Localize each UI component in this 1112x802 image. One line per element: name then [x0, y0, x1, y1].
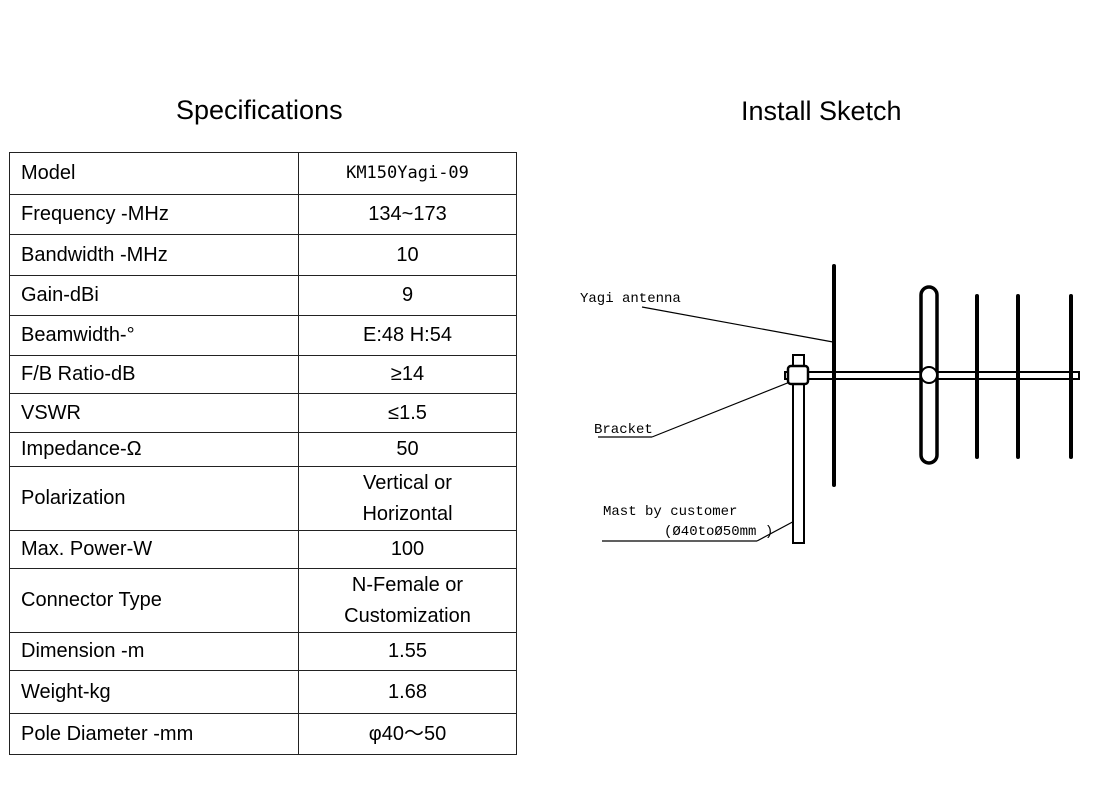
- install-sketch: Yagi antenna Bracket Mast by customer (Ø…: [580, 264, 1080, 544]
- spec-value-line: KM150Yagi-09: [346, 163, 469, 183]
- spec-value-line: 1.55: [388, 640, 427, 662]
- spec-parameter: Bandwidth -MHz: [9, 234, 299, 276]
- spec-value: E:48 H:54: [298, 315, 517, 356]
- spec-parameter: Model: [9, 152, 299, 195]
- spec-row: Polarization Vertical or Horizontal: [9, 466, 517, 531]
- spec-parameter: Connector Type: [9, 568, 299, 633]
- spec-value: 50: [298, 432, 517, 467]
- spec-parameter: Polarization: [9, 466, 299, 531]
- spec-row: Bandwidth -MHz 10: [9, 234, 517, 276]
- spec-value: 100: [298, 530, 517, 569]
- spec-parameter: Dimension -m: [9, 632, 299, 671]
- spec-row: Dimension -m 1.55: [9, 632, 517, 671]
- spec-row: F/B Ratio-dB ≥14: [9, 355, 517, 394]
- spec-value-line: N-Female or: [351, 573, 464, 596]
- spec-value-line: Customization: [344, 604, 471, 627]
- spec-value: 1.55: [298, 632, 517, 671]
- label-bracket: Bracket: [594, 422, 653, 438]
- spec-value-line: 1.68: [388, 680, 427, 703]
- spec-value-line: 9: [401, 284, 414, 306]
- spec-row: Pole Diameter -mm φ40～50: [9, 713, 517, 755]
- spec-parameter: Weight-kg: [9, 670, 299, 714]
- spec-value-line: φ40～50: [368, 722, 447, 745]
- label-mast-size: (Ø40toØ50mm ): [664, 524, 773, 540]
- spec-value: Vertical or Horizontal: [298, 466, 517, 531]
- spec-parameter: Beamwidth-°: [9, 315, 299, 356]
- spec-parameter: Max. Power-W: [9, 530, 299, 569]
- spec-value-line: 100: [390, 538, 425, 560]
- spec-value-line: Horizontal: [362, 502, 453, 525]
- spec-parameter: Impedance-Ω: [9, 432, 299, 467]
- spec-row: Beamwidth-° E:48 H:54: [9, 315, 517, 356]
- specifications-heading: Specifications: [176, 95, 343, 125]
- spec-row: VSWR ≤1.5: [9, 393, 517, 433]
- spec-value: N-Female or Customization: [298, 568, 517, 633]
- spec-value-line: E:48 H:54: [363, 324, 452, 346]
- spec-value-line: 10: [396, 243, 419, 266]
- feed-point: [920, 366, 938, 384]
- spec-value: ≥14: [298, 355, 517, 394]
- spec-parameter: F/B Ratio-dB: [9, 355, 299, 394]
- spec-row: Model KM150Yagi-09: [9, 152, 517, 195]
- spec-parameter: Frequency -MHz: [9, 194, 299, 235]
- spec-value-line: 50: [396, 438, 419, 460]
- spec-value: 9: [298, 275, 517, 316]
- spec-value: φ40～50: [298, 713, 517, 755]
- spec-value-line: ≤1.5: [388, 401, 427, 424]
- spec-parameter: Pole Diameter -mm: [9, 713, 299, 755]
- spec-row: Gain-dBi 9: [9, 275, 517, 316]
- label-yagi-antenna: Yagi antenna: [580, 291, 681, 307]
- antenna-leader-line: [641, 306, 834, 343]
- spec-value: 10: [298, 234, 517, 276]
- spec-value-line: Vertical or: [363, 471, 452, 494]
- spec-row: Weight-kg 1.68: [9, 670, 517, 714]
- spec-parameter: Gain-dBi: [9, 275, 299, 316]
- spec-value-line: 134~173: [368, 203, 447, 225]
- spec-row: Impedance-Ω 50: [9, 432, 517, 467]
- spec-value: 134~173: [298, 194, 517, 235]
- spec-value-line: ≥14: [390, 363, 425, 385]
- spec-row: Connector Type N-Female or Customization: [9, 568, 517, 633]
- spec-row: Frequency -MHz 134~173: [9, 194, 517, 235]
- spec-value: 1.68: [298, 670, 517, 714]
- bracket-leader-line: [651, 379, 796, 438]
- label-mast: Mast by customer: [603, 504, 737, 520]
- spec-value: KM150Yagi-09: [298, 152, 517, 195]
- mast: [792, 354, 805, 544]
- spec-row: Max. Power-W 100: [9, 530, 517, 569]
- spec-parameter: VSWR: [9, 393, 299, 433]
- spec-value: ≤1.5: [298, 393, 517, 433]
- bracket-clamp: [786, 364, 810, 386]
- install-sketch-heading: Install Sketch: [741, 96, 902, 126]
